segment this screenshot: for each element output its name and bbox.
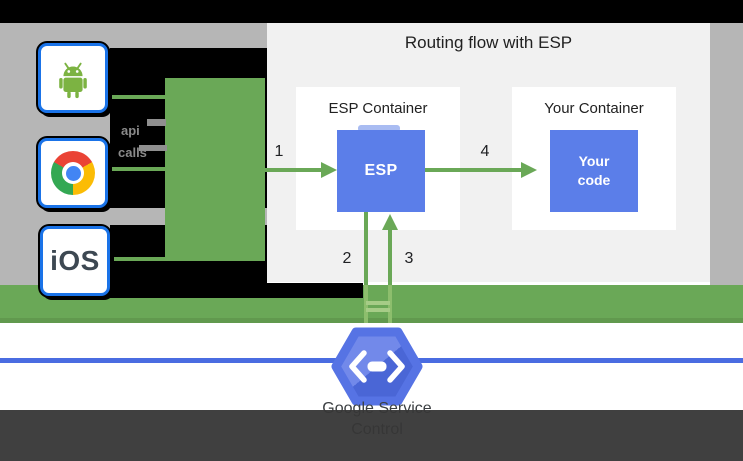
light-green-dash xyxy=(366,301,390,305)
light-green-dash xyxy=(366,308,390,312)
panel-title: Routing flow with ESP xyxy=(404,33,573,52)
arrow-1-head-icon xyxy=(321,162,337,178)
endpoints-hexagon-icon xyxy=(331,327,423,406)
arrow-3-line xyxy=(388,229,392,285)
api-calls-label-line1: api xyxy=(121,123,140,138)
step-2-label: 2 xyxy=(342,250,352,267)
esp-node: ESP xyxy=(337,130,425,212)
step-1-label: 1 xyxy=(274,143,284,160)
step-3-label: 3 xyxy=(404,250,414,267)
black-glitch-region-bottom-right xyxy=(267,283,363,298)
chrome-icon xyxy=(51,151,95,195)
arrow-3-continuation xyxy=(388,285,392,323)
esp-node-label: ESP xyxy=(364,162,398,179)
arrow-2-line xyxy=(364,212,368,285)
android-connector-line xyxy=(108,95,168,99)
gray-fragment xyxy=(147,119,166,126)
right-gray-background xyxy=(710,23,743,285)
green-bar-bottom-edge xyxy=(0,318,743,323)
code-icon xyxy=(349,350,405,383)
chrome-connector-line xyxy=(108,167,168,171)
your-container-label: Your Container xyxy=(544,100,644,117)
top-black-bar xyxy=(0,0,743,23)
black-glitch-region-bottom-left xyxy=(110,261,267,298)
ios-connector-line xyxy=(108,257,168,261)
arrow-1-line xyxy=(263,168,322,172)
esp-box-glitch-tab xyxy=(358,125,400,132)
your-code-node: Your code xyxy=(550,130,638,212)
your-code-node-label: Your code xyxy=(577,153,611,188)
arrow-3-head-icon xyxy=(382,214,398,230)
ios-client-box: iOS xyxy=(40,226,110,296)
arrow-4-head-icon xyxy=(521,162,537,178)
arrow-4-line xyxy=(425,168,522,172)
android-client-box xyxy=(38,43,108,113)
green-ingress-column xyxy=(165,78,265,261)
gray-fragment xyxy=(139,145,167,151)
bottom-dark-overlay xyxy=(0,410,743,461)
esp-container-label: ESP Container xyxy=(328,100,428,117)
android-icon xyxy=(59,62,87,99)
chrome-client-box xyxy=(38,138,108,208)
ios-badge: iOS xyxy=(50,245,100,276)
step-4-label: 4 xyxy=(480,143,490,160)
